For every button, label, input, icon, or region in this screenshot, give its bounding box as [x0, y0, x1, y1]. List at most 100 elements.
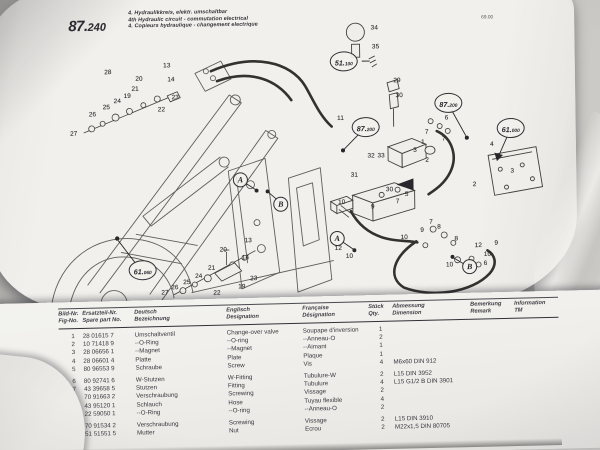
callout-label: 32	[367, 152, 375, 160]
table-cell: M22x1,5 DIN 80705	[394, 422, 451, 431]
callout-label: 31	[350, 171, 359, 179]
table-cell: 80 96553 9	[83, 365, 115, 373]
table-cell: Mutter	[137, 429, 155, 437]
table-cell	[473, 421, 517, 430]
callout-label: 21	[207, 264, 216, 272]
zone-label: B	[462, 259, 478, 275]
callout-label: 21	[131, 85, 139, 93]
callout-label: 10	[345, 252, 354, 260]
callout-label: 27	[161, 289, 169, 297]
table-cell: 51 51551 5	[85, 430, 117, 438]
callout-label: 10	[338, 198, 346, 206]
callout-label: 25	[183, 279, 191, 287]
table-cell: 2	[380, 403, 385, 411]
callout-label: 9	[420, 226, 425, 234]
zone-label: A	[232, 172, 249, 188]
callout-label: 7	[429, 218, 433, 226]
callout-label: 7	[441, 135, 446, 143]
table-cell	[515, 355, 555, 364]
callout-label: 2	[472, 181, 477, 189]
callout-label: 22	[157, 106, 166, 114]
callout-label: 10	[445, 261, 454, 269]
callout-label: 2	[425, 156, 430, 164]
callout-label: 6	[483, 259, 488, 267]
table-cell: Ecrou	[304, 425, 322, 433]
callout-label: 11	[337, 114, 345, 122]
table-cell: --O-ring	[228, 406, 250, 415]
table-cell: Schraube	[135, 363, 163, 372]
column-header: Ersatzteil-Nr.Spare part No.	[82, 310, 122, 325]
callout-label: 23	[171, 94, 179, 102]
callout-label: 30	[385, 186, 394, 194]
callout-label: 3	[413, 146, 417, 154]
callout-label: 14	[167, 76, 175, 84]
ref-balloon: 87.200	[434, 92, 463, 114]
callout-label: 24	[113, 97, 122, 106]
parts-table-page: Bild-Nr.Fig-No.Ersatzteil-Nr.Spare part …	[0, 289, 600, 450]
callout-label: 10	[400, 234, 408, 242]
callout-label: 34	[370, 24, 379, 32]
callout-label: 24	[195, 272, 203, 280]
table-cell: 22 59050 1	[84, 410, 116, 418]
table-cell	[472, 401, 516, 410]
callout-label: 9	[494, 239, 499, 247]
callout-label: 1	[421, 138, 425, 146]
callout-label: 26	[88, 111, 97, 119]
callout-label: 9	[370, 203, 375, 211]
callout-label: 4	[490, 140, 494, 148]
callout-label: 14	[241, 254, 250, 262]
callout-label: 35	[371, 43, 380, 51]
callout-label: 12	[474, 241, 483, 250]
column-header: Bild-Nr.Fig-No.	[58, 311, 79, 325]
table-cell: Screw	[227, 362, 245, 370]
callout-label: 19	[238, 283, 246, 291]
ref-balloon: 61.000	[496, 117, 525, 139]
ref-balloon: 61.060	[128, 260, 157, 281]
table-cell	[471, 356, 515, 365]
parts-table: Bild-Nr.Fig-No.Ersatzteil-Nr.Spare part …	[58, 296, 561, 440]
callout-label: 19	[123, 92, 131, 100]
table-cell: Nut	[228, 427, 239, 435]
callout-label: 20	[219, 246, 228, 254]
table-cell: 4	[379, 358, 384, 366]
table-cell	[516, 400, 556, 409]
callout-label: 28	[104, 69, 112, 77]
callout-label: 33	[377, 152, 385, 160]
ref-balloon: 87.200	[351, 116, 380, 138]
table-cell	[394, 402, 472, 412]
callout-label: 3	[510, 167, 515, 175]
callout-label: 8	[437, 223, 441, 231]
table-cell: --O-Ring	[136, 409, 161, 417]
table-cell: 5	[72, 366, 76, 374]
table-cell: M6x60 DIN 912	[393, 357, 437, 366]
callout-label: 7	[424, 128, 429, 136]
callout-label: 20	[135, 75, 143, 83]
callout-label: 30	[395, 92, 403, 100]
table-cell: 2	[381, 423, 385, 431]
callout-label: 7	[395, 198, 400, 206]
callout-label: 27	[70, 130, 78, 138]
table-cell	[517, 420, 557, 429]
callout-label: 23	[250, 275, 258, 283]
zone-label: B	[273, 196, 289, 212]
callout-label: 6	[444, 114, 449, 122]
callout-label: 26	[171, 284, 179, 292]
table-cell: Vis	[303, 360, 313, 368]
callout-label: 13	[244, 237, 252, 245]
callout-label: 13	[163, 62, 171, 70]
callout-label: 29	[393, 77, 401, 85]
callout-label: 8	[454, 235, 459, 243]
callout-label: 22	[213, 289, 221, 297]
callout-label: 10	[483, 250, 492, 258]
ref-balloon: 51.100	[329, 51, 358, 72]
callout-label: 25	[102, 104, 111, 112]
